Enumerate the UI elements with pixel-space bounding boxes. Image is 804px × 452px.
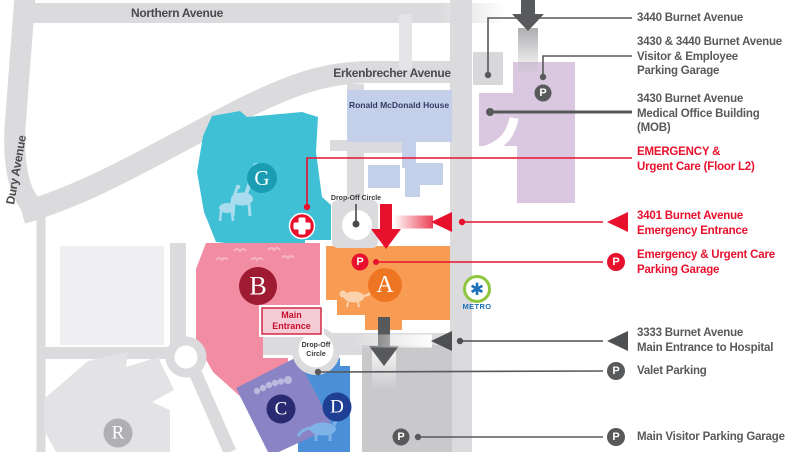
- dropoff-circle-main-label: Circle: [306, 351, 326, 358]
- main-entrance-label: Main: [281, 310, 302, 320]
- building-b-letter: B: [249, 272, 266, 301]
- metro-logo: ✱ METRO: [462, 275, 491, 311]
- badge-r: [103, 418, 133, 448]
- building-mob: [479, 62, 575, 203]
- legend-emergency-entrance: 3401 Burnet Avenue Emergency Entrance: [637, 210, 748, 237]
- parking-icon-emergency-legend: [607, 253, 625, 271]
- parking-icon-emergency-map: [351, 253, 369, 271]
- building-badges: G B A C D R: [103, 163, 402, 448]
- main-entrance-arrow: [352, 317, 452, 366]
- parking-icon-visitor-legend: [607, 428, 625, 446]
- parking-icon-valet-legend: [607, 362, 625, 380]
- emergency-entrance-triangle: [431, 212, 452, 232]
- internal-drive: [170, 243, 186, 347]
- parking-letter: P: [356, 256, 363, 268]
- building-g-letter: G: [254, 166, 269, 190]
- building-b: [196, 243, 320, 398]
- parking-letter: P: [612, 431, 619, 443]
- callout-lines: [303, 17, 632, 441]
- badge-a: [368, 268, 402, 302]
- emergency-cross-icon: [288, 212, 316, 240]
- badge-b: [239, 267, 277, 305]
- parking-badges: P P P P P P: [351, 84, 625, 446]
- ronald-mcdonald-house: [347, 90, 452, 142]
- legend-emergency-urgent-care: EMERGENCY & Urgent Care (Floor L2): [637, 146, 755, 173]
- northern-avenue-road: [28, 3, 506, 23]
- bird-icons: [215, 247, 295, 262]
- parking-icon-mob: [534, 84, 552, 102]
- building-r: [44, 352, 174, 452]
- burnet-avenue-road: [450, 0, 472, 452]
- building-a-letter: A: [376, 272, 394, 298]
- main-entrance-triangle: [431, 331, 452, 351]
- legend-mob: 3430 Burnet Avenue Medical Office Buildi…: [637, 93, 760, 134]
- legend-main-visitor-garage: Main Visitor Parking Garage: [637, 431, 785, 443]
- parking-letter: P: [539, 87, 546, 99]
- main-entrance-label: Entrance: [272, 321, 311, 331]
- legend-3440-burnet: 3440 Burnet Avenue: [637, 12, 744, 24]
- main-entrance-sign: Main Entrance: [259, 305, 324, 337]
- connector-road: [399, 14, 412, 70]
- badge-d: [322, 392, 352, 422]
- metro-symbol-icon: ✱: [470, 280, 484, 300]
- street-erkenbrecher-avenue: Erkenbrecher Avenue: [333, 66, 451, 80]
- building-c-letter: C: [275, 399, 288, 420]
- legend-main-entrance: 3333 Burnet Avenue Main Entrance to Hosp…: [637, 327, 774, 354]
- parking-letter: P: [397, 431, 404, 443]
- buildings: [44, 52, 575, 452]
- caterpillar-icon: [253, 376, 292, 395]
- badge-c: [266, 394, 296, 424]
- legend-visitor-garage: 3430 & 3440 Burnet Avenue Visitor & Empl…: [637, 36, 782, 77]
- street-northern-avenue: Northern Avenue: [131, 6, 224, 20]
- badge-g: [247, 163, 277, 193]
- metro-label: METRO: [462, 302, 491, 311]
- dropoff-circle-top-label: Drop-Off Circle: [331, 195, 381, 202]
- emergency-arrow: [371, 204, 452, 249]
- ronald-mcdonald-house-label: Ronald McDonald House: [349, 100, 449, 110]
- building-r-letter: R: [112, 423, 125, 444]
- parking-icon-visitor-map: [392, 428, 410, 446]
- legend-main-entrance-triangle: [607, 331, 628, 351]
- legend-valet-parking: Valet Parking: [637, 365, 707, 377]
- dropoff-circle-main-label: Drop-Off: [302, 342, 331, 349]
- parking-letter: P: [612, 256, 619, 268]
- legend-emergency-triangle: [607, 212, 628, 232]
- legend-emergency-parking: Emergency & Urgent Care Parking Garage: [637, 249, 775, 276]
- campus-building: [60, 246, 164, 345]
- main-dropoff-circle: [298, 332, 334, 368]
- building-d-letter: D: [330, 397, 344, 418]
- parking-letter: P: [612, 365, 619, 377]
